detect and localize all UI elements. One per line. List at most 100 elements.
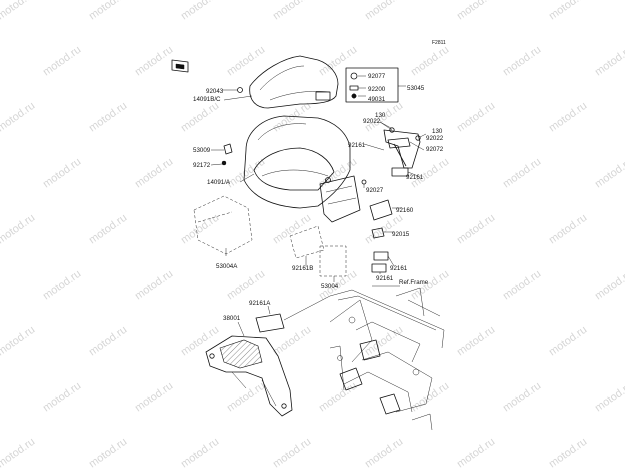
watermark-text: motod.ru <box>455 100 497 135</box>
reference-frame <box>329 285 445 431</box>
watermark-text: motod.ru <box>133 156 175 191</box>
label-92161-upper: 92161 <box>348 142 366 149</box>
seal-53004 <box>319 245 347 277</box>
pad-92161-c <box>371 263 387 274</box>
watermark-text: motod.ru <box>0 0 37 22</box>
watermark-text: motod.ru <box>133 380 175 415</box>
watermark-text: motod.ru <box>547 212 589 247</box>
watermark-text: motod.ru <box>317 380 359 415</box>
pad-92161-b <box>373 251 395 267</box>
label-92161-low2: 92161 <box>376 275 394 282</box>
watermark-text: motod.ru <box>501 44 543 79</box>
watermark-text: motod.ru <box>179 100 221 135</box>
watermark-text: motod.ru <box>133 44 175 79</box>
watermark-text: motod.ru <box>179 0 221 22</box>
watermark-text: motod.ru <box>317 156 359 191</box>
watermark-text: motod.ru <box>501 268 543 303</box>
label-130-left: 130 <box>375 112 386 119</box>
watermark-text: motod.ru <box>547 436 589 468</box>
watermark-text: motod.ru <box>271 0 313 22</box>
watermark-text: motod.ru <box>501 380 543 415</box>
label-53004: 53004 <box>321 283 339 290</box>
bracket-92022 <box>379 121 427 169</box>
seal-53004A <box>193 195 253 255</box>
label-92160: 92160 <box>396 207 414 214</box>
watermark-text: motod.ru <box>271 436 313 468</box>
watermark-text: motod.ru <box>0 100 37 135</box>
watermark-text: motod.ru <box>363 0 405 22</box>
watermark-text: motod.ru <box>409 380 451 415</box>
watermark-text: motod.ru <box>547 324 589 359</box>
label-53045: 53045 <box>407 85 425 92</box>
label-38001: 38001 <box>223 315 241 322</box>
watermark-text: motod.ru <box>455 0 497 22</box>
leader-lines <box>223 85 406 282</box>
watermark-text: motod.ru <box>593 380 625 415</box>
watermark-text: motod.ru <box>593 268 625 303</box>
pad-92161-a <box>391 167 419 177</box>
mudguard-38001 <box>205 321 293 417</box>
label-92200: 92200 <box>368 86 386 93</box>
label-53009: 53009 <box>193 147 211 154</box>
upper-cover-14091BC <box>249 55 339 109</box>
watermark-text: motod.ru <box>547 0 589 22</box>
pad-92161B <box>289 225 325 259</box>
watermark-text: motod.ru <box>501 156 543 191</box>
label-49031: 49031 <box>368 96 386 103</box>
bolt-92172 <box>210 160 227 166</box>
label-92043: 92043 <box>206 88 224 95</box>
watermark-text: motod.ru <box>133 268 175 303</box>
label-92022-left: 92022 <box>363 118 381 125</box>
pad-92160 <box>369 199 402 221</box>
watermark-text: motod.ru <box>409 44 451 79</box>
small-cap-92043 <box>171 59 243 93</box>
label-92022-right: 92022 <box>426 135 444 142</box>
label-92161-low1: 92161 <box>390 265 408 272</box>
grommet-92072 <box>387 137 425 151</box>
rear-fender-14091A <box>243 115 361 223</box>
watermark-text: motod.ru <box>87 436 129 468</box>
watermark-text: motod.ru <box>179 324 221 359</box>
watermark-text: motod.ru <box>41 44 83 79</box>
bolt-92027 <box>361 179 367 188</box>
label-14091BC: 14091B/C <box>193 96 221 103</box>
clamp-set-53045 <box>345 67 399 103</box>
part-labels: 92043 14091B/C 53009 92172 14091/A 53004… <box>193 73 444 322</box>
watermark-text: motod.ru <box>41 268 83 303</box>
label-130-right: 130 <box>432 128 443 135</box>
watermark-text: motod.ru <box>0 212 37 247</box>
label-ref-frame: Ref.Frame <box>399 279 429 286</box>
watermark-text: motod.ru <box>0 436 37 468</box>
watermark-text: motod.ru <box>87 100 129 135</box>
watermark-text: motod.ru <box>41 156 83 191</box>
watermark-text: motod.ru <box>455 436 497 468</box>
watermark-text: motod.ru <box>593 156 625 191</box>
label-14091A: 14091/A <box>207 179 231 186</box>
watermark-text: motod.ru <box>41 380 83 415</box>
label-92161B: 92161B <box>292 265 313 272</box>
watermark-text: motod.ru <box>87 324 129 359</box>
label-92161A: 92161A <box>249 300 271 307</box>
watermark-text: motod.ru <box>0 324 37 359</box>
watermark-text: motod.ru <box>455 324 497 359</box>
watermark-text: motod.ru <box>593 44 625 79</box>
watermark-text: motod.ru <box>547 100 589 135</box>
label-92027: 92027 <box>366 187 384 194</box>
label-92172: 92172 <box>193 162 211 169</box>
watermark-text: motod.ru <box>455 212 497 247</box>
watermark-text: motod.ru <box>87 0 129 22</box>
label-92072: 92072 <box>426 146 444 153</box>
pad-92161A <box>255 295 331 333</box>
watermark-text: motod.ru <box>271 212 313 247</box>
fastener-53009 <box>211 143 233 155</box>
watermark-text: motod.ru <box>87 212 129 247</box>
label-92077: 92077 <box>368 73 386 80</box>
watermark-text: motod.ru <box>363 436 405 468</box>
watermark-text: motod.ru <box>179 436 221 468</box>
label-92161-mid: 92161 <box>406 174 424 181</box>
watermark-text: motod.ru <box>225 44 267 79</box>
label-53004A: 53004A <box>216 263 238 270</box>
clip-92015 <box>371 227 394 239</box>
